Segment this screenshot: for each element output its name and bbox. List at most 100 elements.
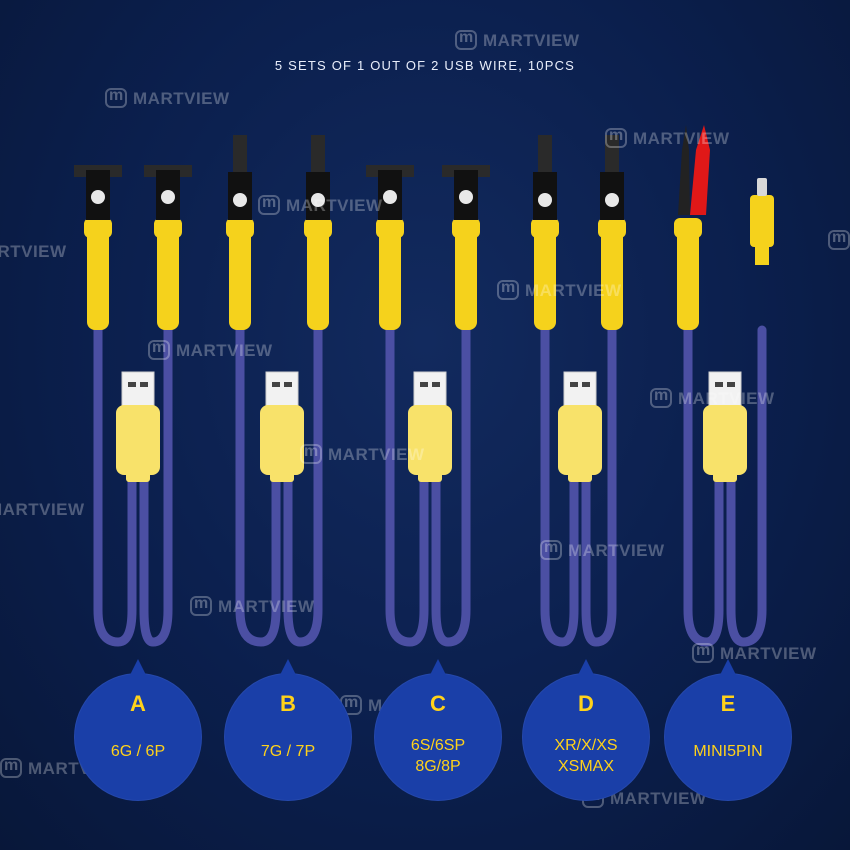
logo-icon <box>692 642 714 663</box>
logo-icon <box>540 539 562 560</box>
cable <box>540 325 579 647</box>
logo-icon <box>0 757 22 778</box>
watermark: MARTVIEW <box>148 339 273 361</box>
cable <box>139 325 173 647</box>
usb-neck <box>418 470 442 482</box>
usb-body <box>116 405 160 475</box>
logo-icon <box>258 194 280 215</box>
set-badge-c: C 6S/6SP 8G/8P <box>374 659 502 801</box>
flex-connector <box>538 135 552 175</box>
watermark: MARTVIEW <box>692 642 817 664</box>
watermark: MARTVIEW <box>497 279 622 301</box>
set-badge-d: D XR/X/XS XSMAX <box>522 659 650 801</box>
watermark: MARTVIEW <box>0 242 67 261</box>
watermark: MARTVIEW <box>540 539 665 561</box>
sleeve-collar <box>452 218 480 238</box>
board-logo <box>161 190 175 204</box>
model-line-2: XSMAX <box>557 758 614 775</box>
board-logo <box>605 193 619 207</box>
usb-pin <box>272 382 280 387</box>
connector-sleeve <box>750 195 774 247</box>
strain-relief <box>755 245 769 265</box>
alligator-clip-black <box>678 125 690 215</box>
logo-icon <box>148 339 170 360</box>
logo-icon <box>497 279 519 300</box>
mini-usb-tip <box>757 178 767 196</box>
usb-neck <box>713 470 737 482</box>
usb-pin <box>582 382 590 387</box>
set-letter: E <box>720 691 736 716</box>
usb-pin <box>715 382 723 387</box>
logo-icon <box>455 29 477 50</box>
connector-sleeve <box>601 218 623 330</box>
logo-icon <box>300 443 322 464</box>
logo-icon <box>105 87 127 108</box>
set-letter: C <box>430 691 446 716</box>
watermark: MARTVIEW <box>650 387 775 409</box>
watermark: MARTVIEW <box>0 500 85 519</box>
watermark: MARTVIEW <box>300 443 425 465</box>
usb-metal <box>563 371 597 407</box>
logo-icon <box>190 595 212 616</box>
set-model: MINI5PIN <box>664 741 792 762</box>
usb-neck <box>126 470 150 482</box>
cable <box>581 325 617 647</box>
watermark: MARTVIEW <box>605 127 730 149</box>
connector-sleeve <box>229 218 251 330</box>
usb-neck <box>270 470 294 482</box>
board-logo <box>459 190 473 204</box>
connector-sleeve <box>455 218 477 330</box>
board-logo <box>233 193 247 207</box>
flex-connector <box>233 135 247 175</box>
usb-metal <box>413 371 447 407</box>
board-logo <box>91 190 105 204</box>
usb-metal <box>121 371 155 407</box>
logo-icon <box>650 387 672 408</box>
usb-body <box>260 405 304 475</box>
board-logo <box>383 190 397 204</box>
usb-pin <box>140 382 148 387</box>
usb-body <box>558 405 602 475</box>
cable <box>726 325 767 647</box>
watermark: MARTVIEW <box>190 595 315 617</box>
set-letter: B <box>280 691 296 716</box>
flex-connector <box>311 135 325 175</box>
sleeve-collar <box>376 218 404 238</box>
board-logo <box>538 193 552 207</box>
watermark: MARTVIEW <box>828 229 850 251</box>
sleeve-collar <box>84 218 112 238</box>
cable <box>283 325 323 647</box>
model-line-1: 7G / 7P <box>260 743 316 760</box>
usb-pin <box>128 382 136 387</box>
usb-pin <box>432 382 440 387</box>
set-badge-e: E MINI5PIN <box>664 659 792 801</box>
set-badge-a: A 6G / 6P <box>74 659 202 801</box>
logo-icon <box>605 127 627 148</box>
watermark: MARTVIEW <box>258 194 383 216</box>
usb-pin <box>727 382 735 387</box>
sleeve-collar <box>598 218 626 238</box>
usb-metal <box>708 371 742 407</box>
usb-pin <box>284 382 292 387</box>
model-line-1: 6G / 6P <box>110 743 166 760</box>
connector-sleeve <box>157 218 179 330</box>
set-model: 6G / 6P <box>74 741 202 762</box>
watermark: MARTVIEW <box>455 29 580 51</box>
alligator-clip-red <box>690 125 710 215</box>
set-model: XR/X/XS XSMAX <box>522 735 650 777</box>
board-logo <box>311 193 325 207</box>
model-line-2: 8G/8P <box>415 758 461 775</box>
watermark: MARTVIEW <box>105 87 230 109</box>
set-model: 7G / 7P <box>224 741 352 762</box>
model-line-1: MINI5PIN <box>693 743 763 760</box>
page-title: 5 SETS OF 1 OUT OF 2 USB WIRE, 10PCS <box>274 58 576 73</box>
cable <box>93 325 137 647</box>
model-line-1: 6S/6SP <box>410 737 466 754</box>
usb-body <box>703 405 747 475</box>
sleeve-collar <box>674 218 702 238</box>
cable <box>385 325 429 647</box>
sleeve-collar <box>531 218 559 238</box>
sleeve-collar <box>226 218 254 238</box>
connector-sleeve <box>677 218 699 330</box>
connector-sleeve <box>307 218 329 330</box>
